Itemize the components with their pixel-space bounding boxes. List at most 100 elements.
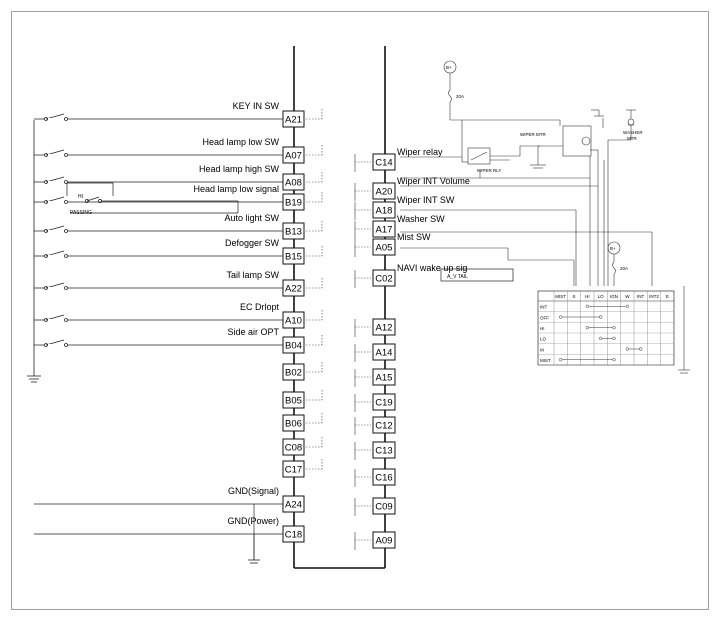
pin-box [372, 393, 396, 411]
right-pin-a17: A17 Washer SW [354, 214, 445, 239]
table-row-label: LO [540, 337, 547, 342]
hi-label: HI [78, 194, 83, 200]
right-pin-c13: C13 [354, 441, 396, 460]
pin-box [282, 460, 305, 478]
table-row-label: HI [540, 326, 545, 331]
switch-contact [64, 254, 68, 258]
pin-label: Head lamp low SW [202, 137, 279, 147]
table-node [585, 326, 589, 330]
switch-contact [64, 318, 68, 322]
table-row-label: OFF [540, 315, 549, 320]
right-pin-c19: C19 [354, 393, 396, 412]
pin-id: A22 [285, 284, 302, 295]
wiper-rly-label: WIPER RLY [477, 168, 501, 173]
pin-box [372, 182, 396, 200]
pin-box [372, 238, 396, 256]
left-pin-a07: A07 Head lamp low SW [34, 137, 323, 164]
table-node [625, 347, 629, 351]
switch-gap [48, 230, 64, 232]
pin-label: KEY IN SW [233, 101, 280, 111]
right-pin-a15: A15 [354, 368, 396, 387]
pin-label: Head lamp low signal [193, 184, 279, 194]
pin-box [372, 201, 396, 219]
right-pin-a14: A14 [354, 343, 396, 362]
pin-id: A18 [376, 206, 393, 217]
left-pin-b02: B02 [282, 362, 323, 381]
table-header: IGN [610, 294, 618, 299]
pin-id: A12 [376, 323, 393, 334]
left-ground-bus [27, 120, 41, 383]
table-header: E [666, 294, 669, 299]
switch-contact [64, 117, 68, 121]
switch-contact [64, 153, 68, 157]
table-header: HI [585, 294, 590, 299]
table-node [599, 336, 603, 340]
pin-label: Wiper INT SW [397, 195, 455, 205]
fuse-20a-mid: 20A [620, 266, 628, 271]
pin-box [372, 343, 396, 361]
pin-id: A14 [376, 348, 393, 359]
fuse-top-label: B+ [446, 65, 452, 70]
right-pin-c12: C12 [354, 416, 396, 435]
pin-id: B15 [285, 252, 302, 263]
pin-box [282, 391, 305, 409]
pin-id: B04 [285, 341, 302, 352]
pin-box [372, 269, 396, 287]
left-pin-a22: A22 Tail lamp SW [34, 270, 323, 297]
left-pin-c08: C08 [282, 437, 323, 456]
pin-id: C08 [285, 443, 302, 454]
navi-box [440, 268, 514, 282]
switch-gap [48, 154, 64, 156]
pin-box [372, 153, 396, 171]
left-pin-c18: C18 GND(Power) [34, 516, 305, 560]
table-row-label: MIST [540, 358, 551, 363]
pin-id: A20 [376, 187, 393, 198]
pin-box [372, 368, 396, 386]
table-node [639, 347, 643, 351]
table-node [612, 358, 616, 362]
pin-label: GND(Signal) [228, 486, 279, 496]
pin-label: Tail lamp SW [226, 270, 279, 280]
pin-label: GND(Power) [227, 516, 279, 526]
table-node [585, 304, 589, 308]
switch-gap [48, 319, 64, 321]
left-pin-b05: B05 [282, 390, 323, 409]
pin-id: B06 [285, 419, 302, 430]
passing-label: PASSING [70, 210, 92, 216]
table-header: INT2 [649, 294, 659, 299]
washer-mtr-label-2: MTR [627, 136, 637, 141]
pin-box [282, 363, 305, 381]
dimmer-passing-switch [66, 182, 239, 214]
pin-box [372, 531, 396, 549]
switch-contact [64, 229, 68, 233]
pin-id: B19 [285, 198, 302, 209]
pin-box [372, 220, 396, 238]
pin-id: A10 [285, 316, 302, 327]
pin-box [372, 441, 396, 459]
control-module [293, 46, 386, 569]
washer-mtr-label-1: WASHER [623, 130, 643, 135]
pin-id: A08 [285, 178, 302, 189]
table-frame [537, 290, 675, 366]
switch-contact [64, 343, 68, 347]
pin-id: A07 [285, 151, 302, 162]
pin-id: C18 [285, 530, 302, 541]
pin-id: B05 [285, 396, 302, 407]
pin-id: B13 [285, 227, 302, 238]
pin-id: A17 [376, 225, 393, 236]
wiper-washer-circuit [400, 60, 690, 374]
navi-box-label: A_V TAIL [447, 274, 468, 280]
pin-label: Washer SW [397, 214, 445, 224]
pin-id: C17 [285, 465, 302, 476]
switch-gap [48, 344, 64, 346]
pin-id: A09 [376, 536, 393, 547]
